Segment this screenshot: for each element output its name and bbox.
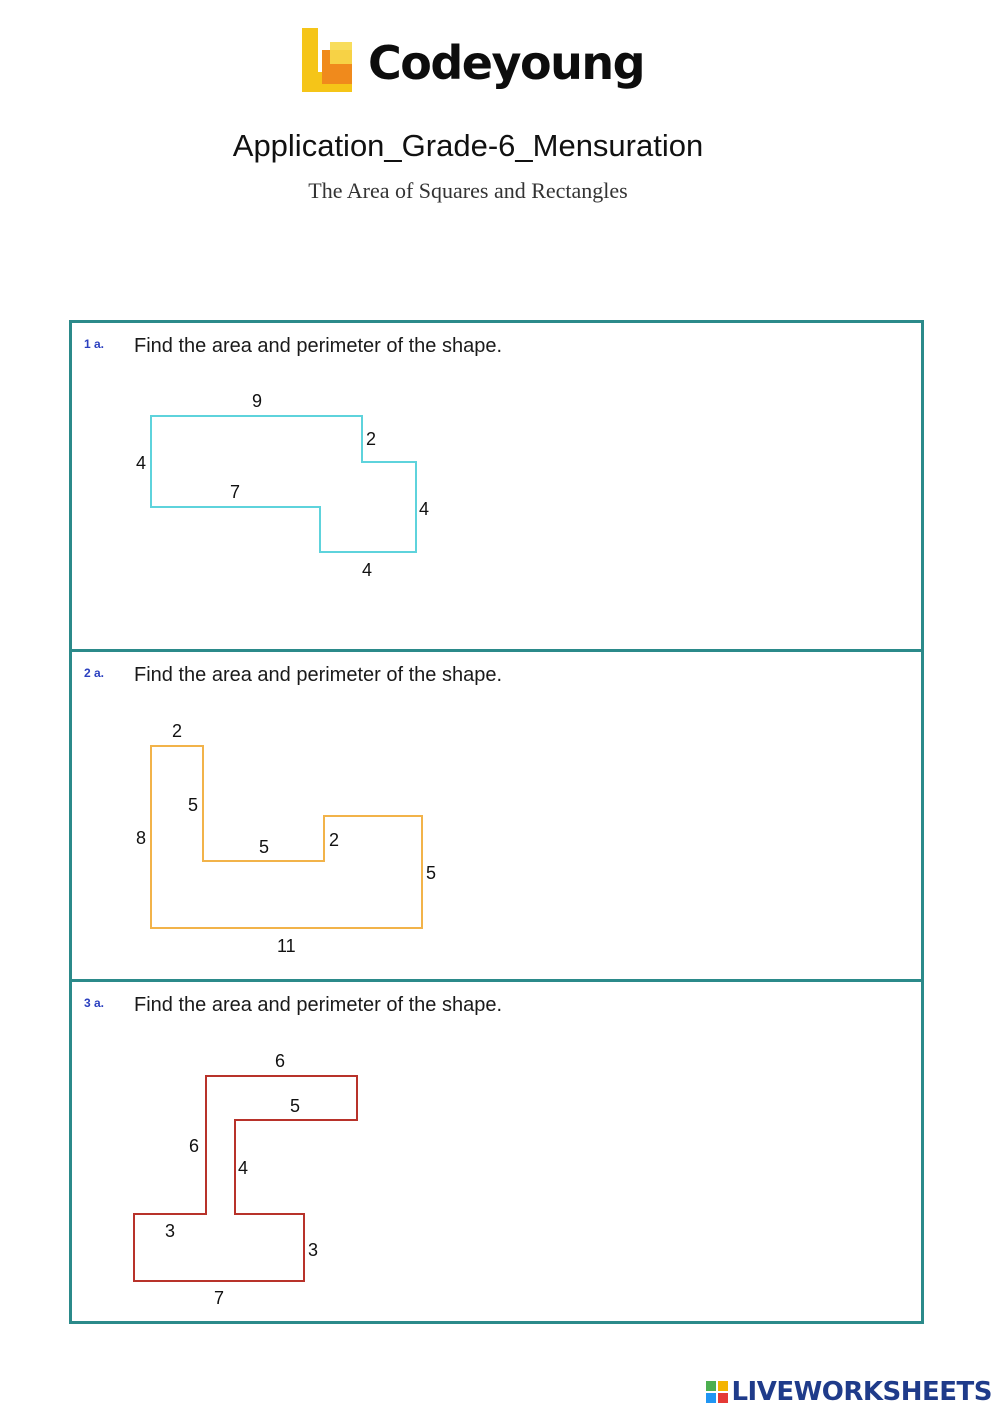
liveworksheets-footer: LIVEWORKSHEETS — [705, 1377, 992, 1407]
shape-1-diagram: 9 2 4 7 4 4 — [136, 391, 429, 580]
question-prompt: Find the area and perimeter of the shape… — [134, 994, 503, 1016]
shape-3-diagram: 6 5 6 4 3 3 7 — [133, 1051, 358, 1308]
shape-2-diagram: 2 5 8 5 2 5 11 — [136, 721, 436, 956]
shape-2-label-inner-left: 5 — [188, 795, 198, 815]
shape-2-label-top: 2 — [172, 721, 182, 741]
shape-3-outline — [133, 1075, 358, 1282]
shape-3-label-right: 3 — [308, 1240, 318, 1260]
shape-2-label-right: 5 — [426, 863, 436, 883]
shape-1-label-step: 2 — [366, 429, 376, 449]
question-number: 2 a. — [84, 666, 105, 680]
question-number: 3 a. — [84, 996, 105, 1010]
shape-2-outline — [150, 745, 423, 929]
shape-1-label-inner: 7 — [230, 482, 240, 502]
question-2-box: 2 a. Find the area and perimeter of the … — [69, 649, 924, 982]
question-1-box: 1 a. Find the area and perimeter of the … — [69, 320, 924, 652]
brand-name: Codeyoung — [368, 36, 646, 90]
question-prompt: Find the area and perimeter of the shape… — [134, 664, 503, 686]
shape-2-label-inner-bottom: 5 — [259, 837, 269, 857]
shape-3-label-left-upper: 6 — [189, 1136, 199, 1156]
codeyoung-logo-icon — [302, 28, 352, 92]
shape-3-label-top: 6 — [275, 1051, 285, 1071]
question-number: 1 a. — [84, 337, 105, 351]
shape-2-label-step: 2 — [329, 830, 339, 850]
shape-1-label-right: 4 — [419, 499, 429, 519]
question-prompt: Find the area and perimeter of the shape… — [134, 335, 503, 357]
page-title: Application_Grade-6_Mensuration — [232, 128, 704, 163]
shape-3-label-inner-top: 5 — [290, 1096, 300, 1116]
shape-1-label-bottom: 4 — [362, 560, 372, 580]
page-subtitle: The Area of Squares and Rectangles — [308, 178, 628, 203]
shape-3-label-bottom: 7 — [214, 1288, 224, 1308]
shape-2-label-left: 8 — [136, 828, 146, 848]
shape-1-label-left: 4 — [136, 453, 146, 473]
shape-1-outline — [150, 415, 417, 553]
shape-2-label-bottom: 11 — [277, 936, 296, 956]
codeyoung-logo: Codeyoung — [300, 22, 660, 108]
liveworksheets-logo-icon — [706, 1381, 729, 1403]
shape-1-label-top: 9 — [252, 391, 262, 411]
footer-brand: LIVEWORKSHEETS — [731, 1377, 992, 1407]
shape-3-label-base-step: 3 — [165, 1221, 175, 1241]
question-3-box: 3 a. Find the area and perimeter of the … — [69, 979, 924, 1324]
shape-3-label-inner-stem: 4 — [238, 1158, 248, 1178]
